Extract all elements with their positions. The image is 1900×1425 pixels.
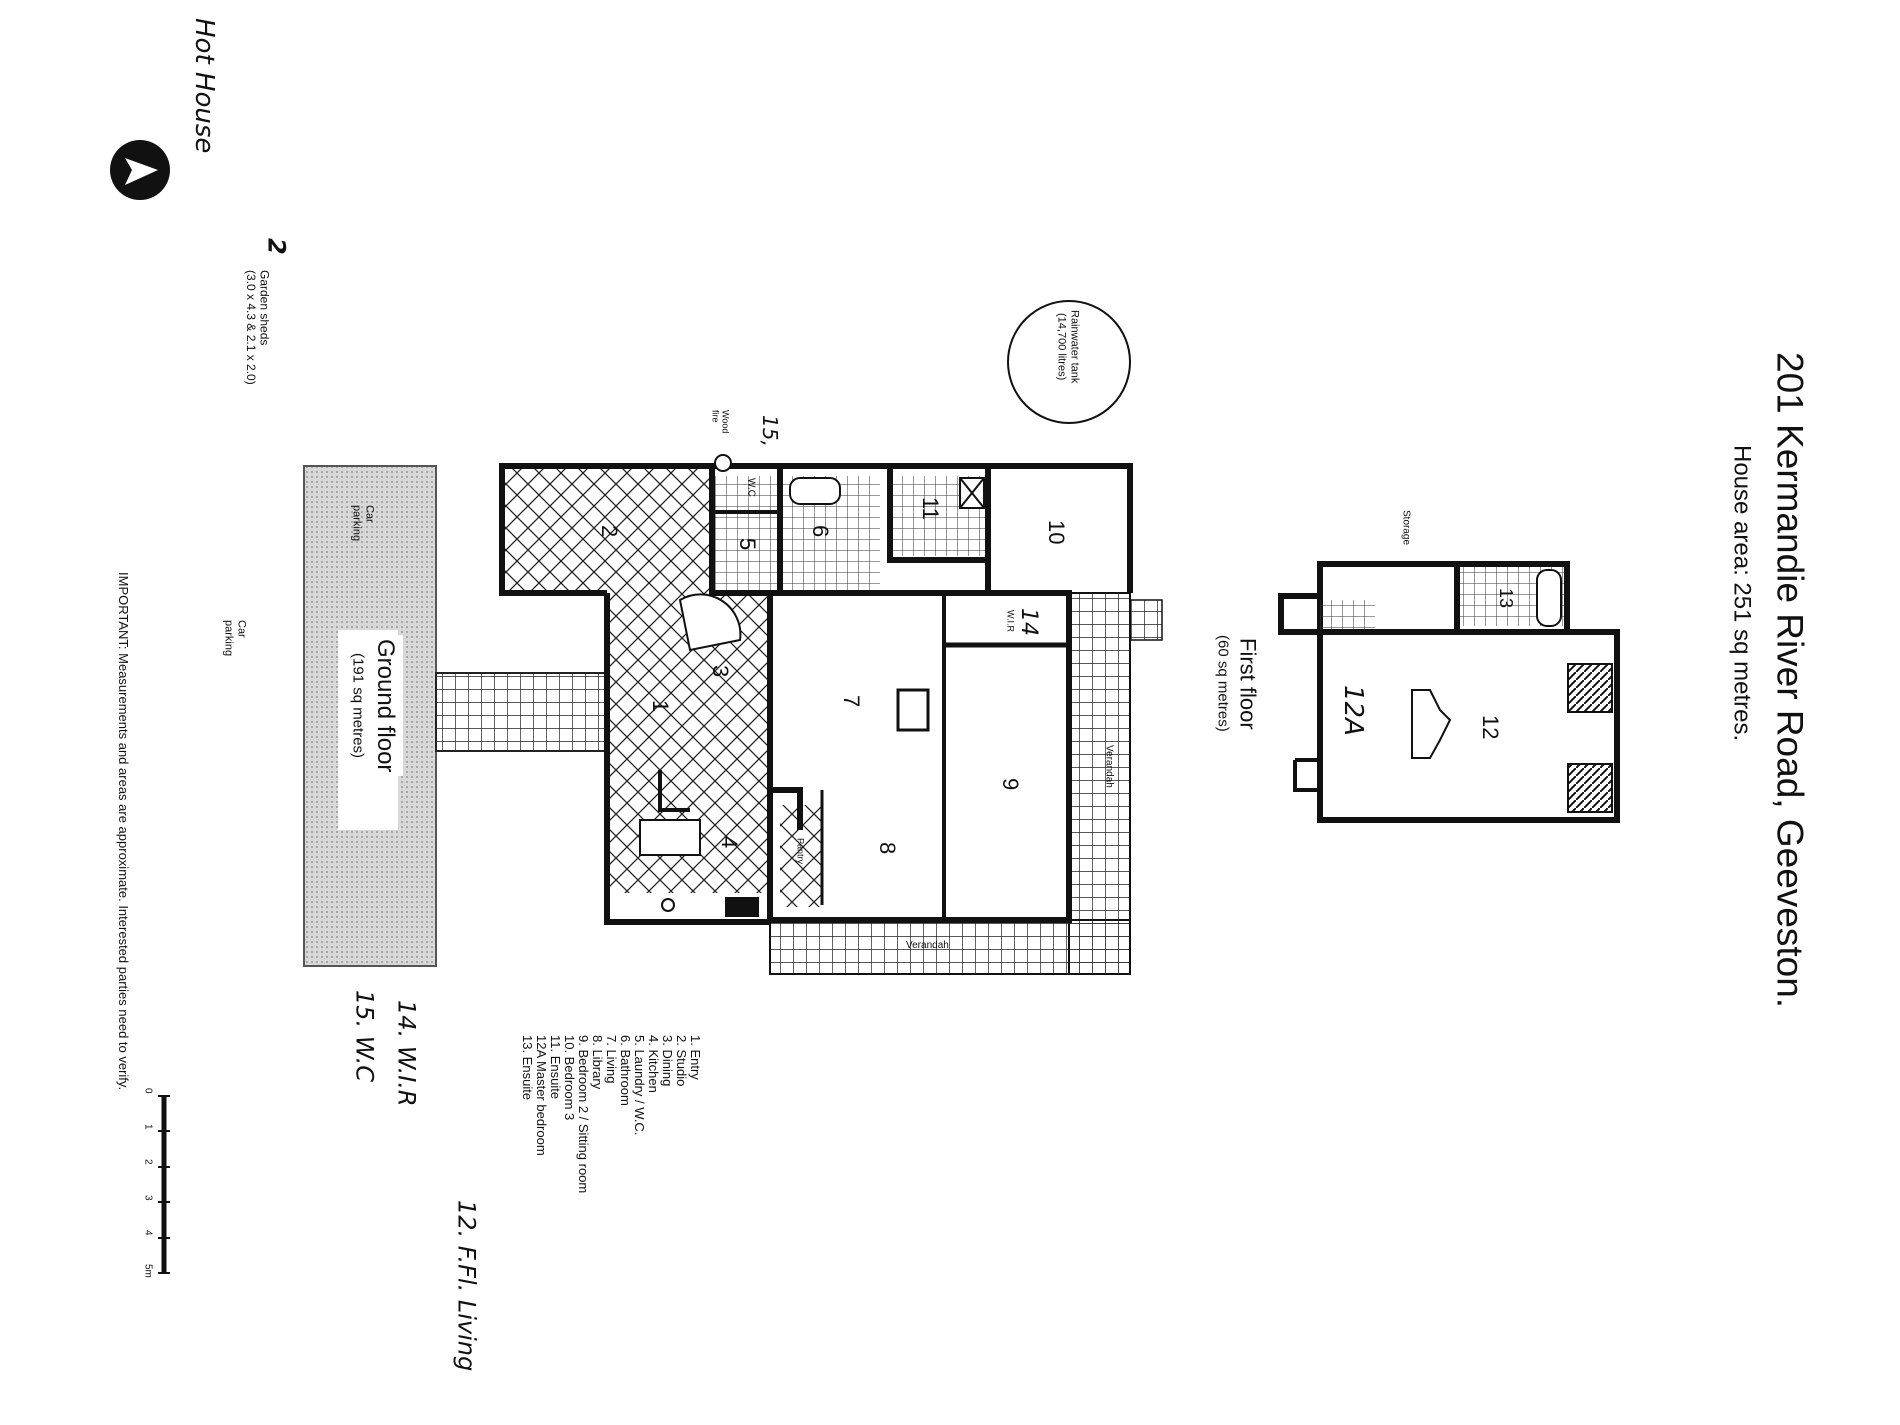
legend-item: 7. Living	[604, 1035, 619, 1084]
scale-tick-5: 5m	[142, 1264, 154, 1278]
house-area: House area: 251 sq metres.	[1728, 445, 1756, 742]
handwritten-legend-12: 12. F.Fl. Living	[452, 1200, 481, 1372]
legend-item: 12A Master bedroom	[534, 1035, 549, 1156]
storage-label: Storage	[1400, 510, 1412, 546]
legend-item: 2. Studio	[674, 1035, 689, 1087]
wc-label: W.C	[745, 478, 757, 497]
room-3-number: 3	[708, 665, 733, 678]
room-9-number: 9	[998, 778, 1023, 791]
legend-item: 5. Laundry / W.C.	[632, 1035, 647, 1136]
legend-item: 10. Bedroom 3	[562, 1035, 577, 1121]
room-6-number: 6	[808, 525, 833, 538]
verandah	[769, 592, 1163, 975]
scale-tick-0: 0	[142, 1088, 154, 1094]
room-14-number: 14	[1016, 608, 1041, 636]
north-arrow-icon	[110, 140, 170, 200]
car-parking-label-2: Car parking	[222, 620, 248, 657]
sheds-label-text: Garden sheds	[257, 270, 272, 346]
hot-house-note: Hot House	[188, 18, 219, 154]
wir-label: W.I.R	[1005, 610, 1016, 632]
legend-item: 6. Bathroom	[618, 1035, 633, 1106]
verandah-side-label: Verandah	[1103, 745, 1115, 788]
room-4-number: 4	[717, 836, 742, 849]
legend-item: 11. Ensuite	[548, 1035, 563, 1100]
room-10-number: 10	[1044, 520, 1069, 545]
room-12a-number: 12A	[1338, 685, 1368, 736]
first-floor-title: First floor	[1235, 637, 1261, 730]
room-8-number: 8	[875, 842, 900, 855]
legend-item: 4. Kitchen	[646, 1035, 661, 1093]
ground-floor-walls	[499, 463, 1133, 925]
scale-tick-3: 3	[142, 1195, 154, 1201]
room-12-number: 12	[1478, 715, 1503, 740]
room-1-number: 1	[648, 700, 673, 713]
room-11-number: 11	[918, 497, 943, 520]
verandah-bottom-label: Verandah	[906, 940, 949, 951]
room-2-number: 2	[597, 525, 622, 538]
sheds-label: Garden sheds (3.0 x 4.3 & 2.1 x 2.0)	[243, 270, 272, 385]
room-7-number: 7	[839, 695, 864, 708]
sheds-count: 2	[262, 238, 291, 255]
legend-item: 1. Entry	[688, 1035, 703, 1080]
wc-number-15: 15,	[758, 415, 782, 447]
wood-fire-label: Wood fire	[710, 410, 731, 434]
pantry-label: Pantry	[795, 838, 806, 865]
ground-floor-label: Ground floor (191 sq metres)	[340, 635, 404, 777]
ground-floor-title: Ground floor	[372, 639, 400, 773]
rainwater-tank-text: Rainwater tank	[1068, 310, 1081, 384]
ground-floor-area: (191 sq metres)	[349, 653, 367, 759]
first-floor-area: (60 sq metres)	[1214, 635, 1232, 732]
room-5-number: 5	[735, 538, 760, 551]
scale-tick-1: 1	[142, 1124, 154, 1130]
scale-bar	[158, 1095, 170, 1274]
first-floor-walls	[1278, 561, 1620, 823]
room-legend: 1. Entry 2. Studio 3. Dining 4. Kitchen …	[520, 1035, 703, 1194]
sheds-dims: (3.0 x 4.3 & 2.1 x 2.0)	[243, 270, 258, 385]
first-floor-fixtures	[1320, 569, 1613, 813]
page-title: 201 Kermandie River Road, Geeveston.	[1769, 352, 1811, 1009]
scale-tick-2: 2	[142, 1159, 154, 1165]
fixtures	[639, 454, 985, 917]
handwritten-legend-15: 15. W.C	[350, 990, 379, 1082]
legend-item: 3. Dining	[660, 1035, 675, 1087]
important-note: IMPORTANT: Measurements and areas are ap…	[115, 572, 131, 1091]
rainwater-tank	[1007, 300, 1131, 424]
rainwater-tank-capacity: (14,700 litres)	[1055, 313, 1068, 381]
legend-item: 13. Ensuite	[520, 1035, 535, 1101]
car-parking-label-1: Car parking	[350, 505, 376, 542]
first-floor-label: First floor (60 sq metres)	[1210, 635, 1261, 732]
handwritten-legend-14: 14. W.I.R	[392, 1000, 421, 1107]
legend-item: 9. Bedroom 2 / Sitting room	[576, 1035, 591, 1194]
scale-tick-4: 4	[142, 1230, 154, 1236]
room-13-number: 13	[1496, 588, 1516, 609]
rainwater-tank-label: Rainwater tank (14,700 litres)	[1055, 310, 1081, 384]
legend-item: 8. Library	[590, 1035, 605, 1090]
